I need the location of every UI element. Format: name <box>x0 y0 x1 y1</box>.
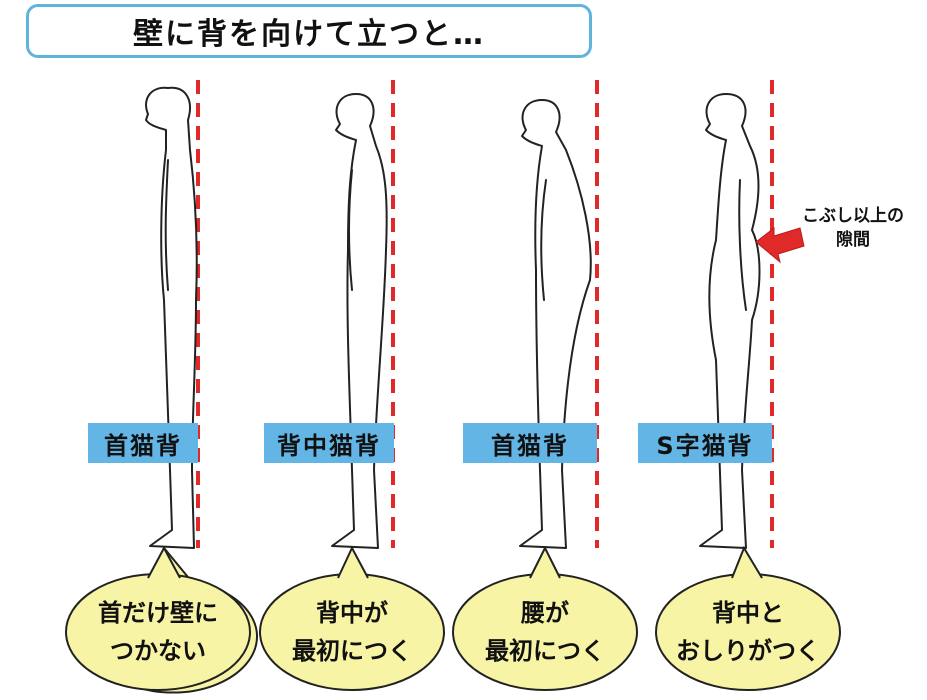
figure-4-silhouette <box>699 93 761 549</box>
gap-arrow-icon <box>755 226 805 264</box>
bubble-2-line1: 背中が <box>316 599 388 627</box>
posture-label-2: 背中猫背 <box>264 423 394 463</box>
posture-label-4: S字猫背 <box>638 423 772 463</box>
bubble-text-3: 腰が 最初につく <box>460 594 630 670</box>
gap-annotation-line1: こぶし以上の <box>802 206 904 226</box>
title-box: 壁に背を向けて立つと… <box>26 4 592 58</box>
bubble-text-1: 首だけ壁に つかない <box>73 594 243 670</box>
bubble-3-line2: 最初につく <box>485 637 605 665</box>
gap-annotation-line2: 隙間 <box>836 230 870 250</box>
bubble-4-line2: おしりがつく <box>676 637 820 665</box>
page-title: 壁に背を向けて立つと… <box>133 17 485 52</box>
bubble-text-2: 背中が 最初につく <box>267 594 437 670</box>
figure-2-silhouette <box>331 93 388 549</box>
posture-label-1: 首猫背 <box>88 423 198 463</box>
bubble-2-line2: 最初につく <box>292 637 412 665</box>
bubble-1-line2: つかない <box>110 637 206 665</box>
bubble-3-line1: 腰が <box>521 599 569 627</box>
posture-label-3: 首猫背 <box>463 423 597 463</box>
bubble-4-line1: 背中と <box>712 599 784 627</box>
gap-annotation: こぶし以上の 隙間 <box>778 204 927 252</box>
figure-3-silhouette <box>519 99 592 549</box>
bubble-1-line1: 首だけ壁に <box>98 599 218 627</box>
bubble-text-4: 背中と おしりがつく <box>663 594 833 670</box>
figure-1-silhouette <box>145 86 198 549</box>
